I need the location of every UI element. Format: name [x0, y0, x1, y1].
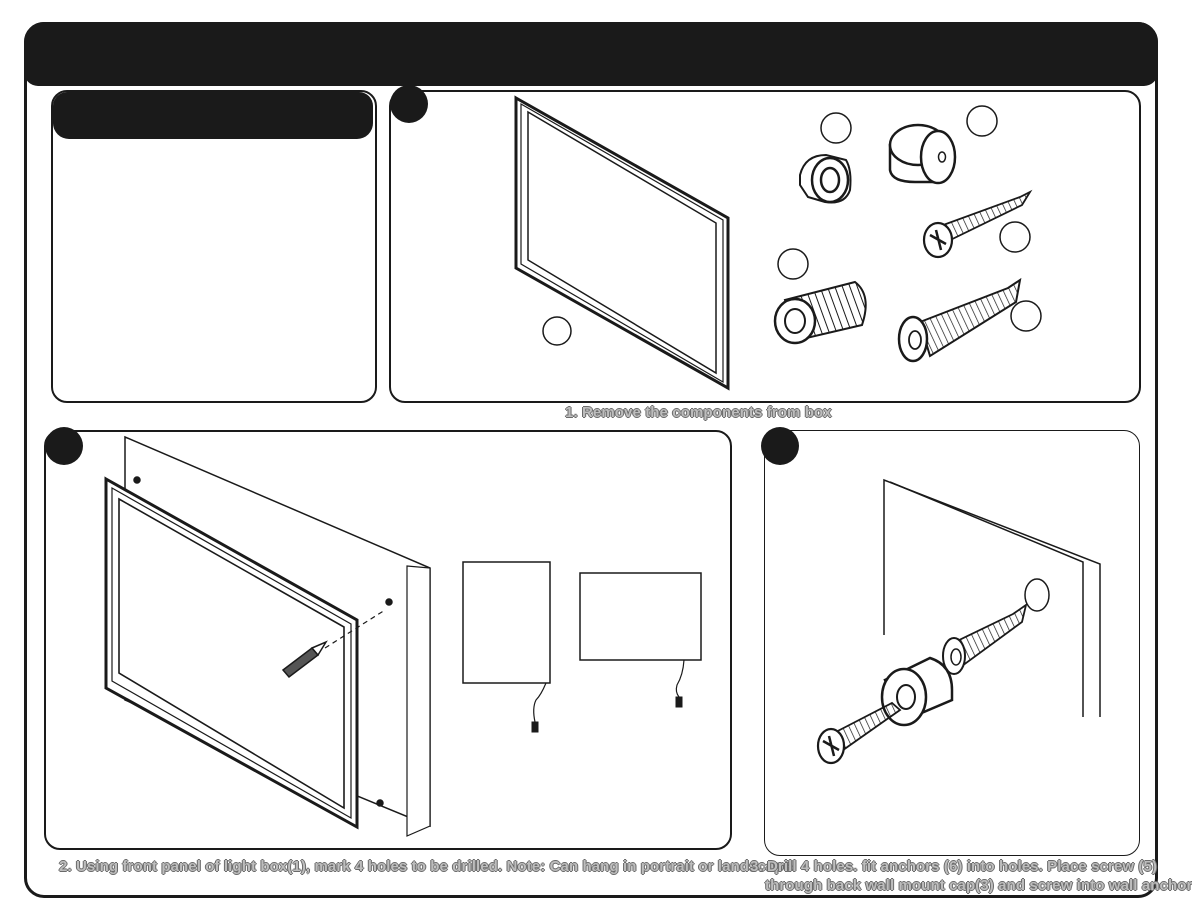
- step-1-badge: [390, 85, 428, 123]
- screw-icon: [922, 189, 1033, 259]
- callout-circle: [820, 112, 852, 144]
- spring-icon: [773, 248, 867, 345]
- callout-circle: [777, 248, 809, 280]
- callout-circle: [966, 105, 998, 137]
- screw-assembly-icon: [816, 701, 902, 765]
- callout-circle: [999, 221, 1031, 253]
- callout-circle: [1010, 300, 1042, 332]
- parts-list-header: [53, 92, 373, 139]
- cap-assembly-icon: [880, 656, 954, 727]
- portrait-option-icon: [462, 561, 551, 733]
- wall-section-icon: [883, 478, 1101, 717]
- step-2-badge: [45, 427, 83, 465]
- wall-anchor-icon: [897, 277, 1042, 363]
- parts-list-panel: [51, 90, 377, 403]
- spacer-icon: [799, 112, 852, 204]
- anchor-assembly-icon: [942, 602, 1028, 675]
- title-bar: [24, 22, 1158, 86]
- light-box-front-panel-icon: [104, 476, 359, 830]
- step-3-badge: [761, 427, 799, 465]
- step-3-caption-line-1: 3. Drill 4 holes. fit anchors (6) into h…: [750, 858, 1158, 875]
- wall-mount-cap-icon: [888, 105, 998, 185]
- light-box-frame-icon: [514, 95, 730, 391]
- guide-line: [324, 609, 386, 649]
- step-2-caption: 2. Using front panel of light box(1), ma…: [59, 858, 797, 875]
- callout-circle: [542, 316, 572, 346]
- landscape-option-icon: [579, 572, 702, 708]
- step-1-caption: 1. Remove the components from box: [565, 404, 832, 421]
- pencil-icon: [281, 640, 328, 679]
- wall-hole-icon: [1024, 578, 1050, 612]
- step-3-caption-line-2: through back wall mount cap(3) and screw…: [765, 877, 1192, 894]
